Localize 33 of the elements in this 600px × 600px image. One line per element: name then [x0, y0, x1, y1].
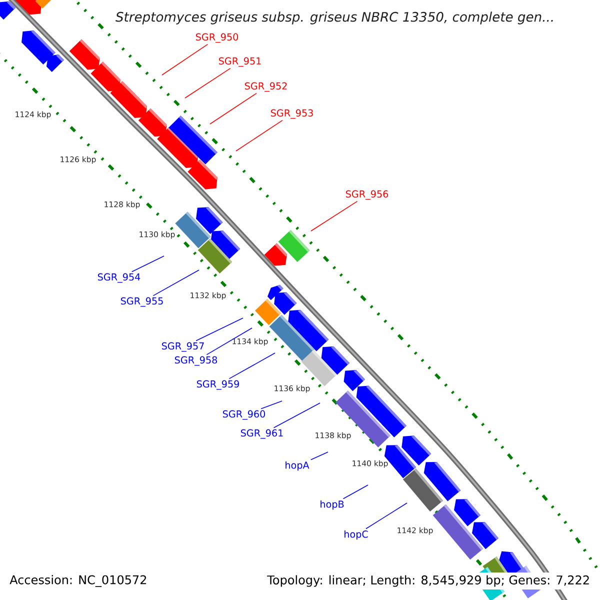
gene-label: SGR_961: [240, 429, 283, 439]
leader-line: [310, 452, 328, 460]
gene-label: SGR_950: [196, 33, 238, 43]
leader-line: [366, 502, 408, 530]
gene-label: SGR_956: [346, 190, 388, 200]
leader-line: [228, 352, 276, 380]
leader-line: [310, 200, 358, 232]
gene-label: SGR_953: [270, 109, 313, 119]
gene-label: SGR_957: [162, 342, 204, 352]
gene-label: SGR_951: [218, 57, 261, 67]
leader-line: [184, 68, 231, 98]
gene-label: SGR_959: [196, 380, 239, 390]
leader-line: [236, 120, 283, 152]
leader-line: [152, 270, 200, 296]
gene-label: hopA: [286, 461, 310, 471]
gene-label: hopB: [320, 500, 344, 510]
summary-text: Topology: linear; Length: 8,545,929 bp; Genes: 7,222: [264, 572, 593, 590]
leader-line: [210, 92, 257, 124]
gene-label: SGR_952: [244, 82, 287, 92]
leader-line: [260, 400, 282, 410]
gene-label: hopC: [344, 530, 368, 540]
leader-line: [273, 402, 320, 428]
leader-line: [206, 328, 252, 356]
leader-line: [131, 256, 164, 272]
gene-label: SGR_954: [98, 273, 140, 283]
gene-label: SGR_958: [174, 356, 218, 366]
gene-label: SGR_955: [120, 297, 163, 307]
leader-line: [162, 44, 208, 76]
leader-line: [342, 484, 368, 500]
gene-label: SGR_960: [222, 410, 266, 420]
leader-line: [196, 318, 244, 342]
title: Streptomyces griseus subsp. griseus NBRC 13350, complete gen...: [116, 12, 553, 24]
accession-text: Accession: NC_010572: [10, 575, 146, 587]
